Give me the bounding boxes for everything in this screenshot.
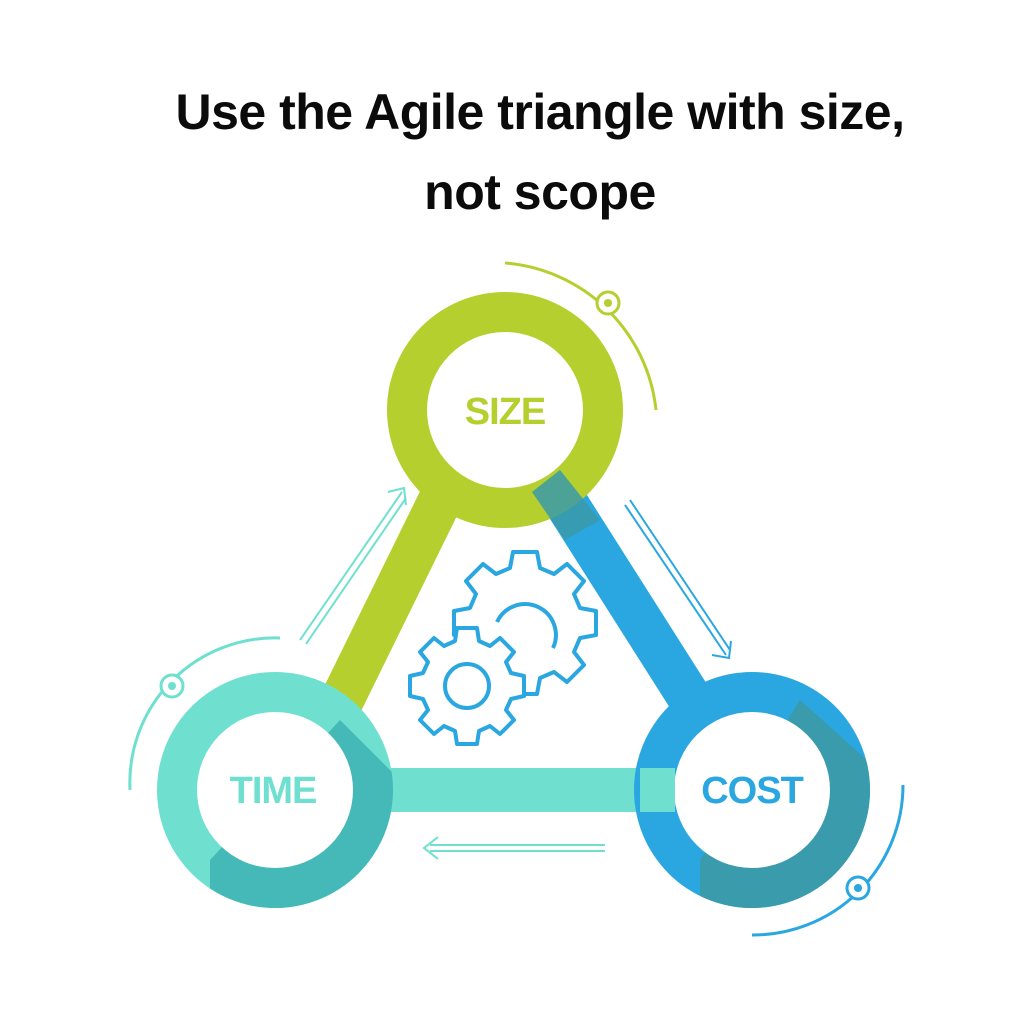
gears-icon (408, 550, 598, 746)
page-title: Use the Agile triangle with size, not sc… (40, 72, 1024, 232)
time-label: TIME (230, 770, 317, 812)
time-node: TIME (157, 672, 393, 908)
arrow-time-to-size (299, 486, 407, 645)
arrow-size-to-cost (624, 499, 732, 660)
size-label: SIZE (465, 391, 545, 433)
title-line-2: not scope (424, 164, 656, 220)
arrow-cost-to-time (422, 836, 605, 860)
cost-orbit-arc (751, 784, 905, 937)
size-orbit-arc (504, 261, 658, 411)
time-orbit-arc (128, 636, 281, 791)
cost-label: COST (701, 770, 803, 812)
cost-node: COST (634, 672, 870, 908)
size-node: SIZE (387, 292, 623, 528)
title-line-1: Use the Agile triangle with size, (175, 84, 905, 140)
